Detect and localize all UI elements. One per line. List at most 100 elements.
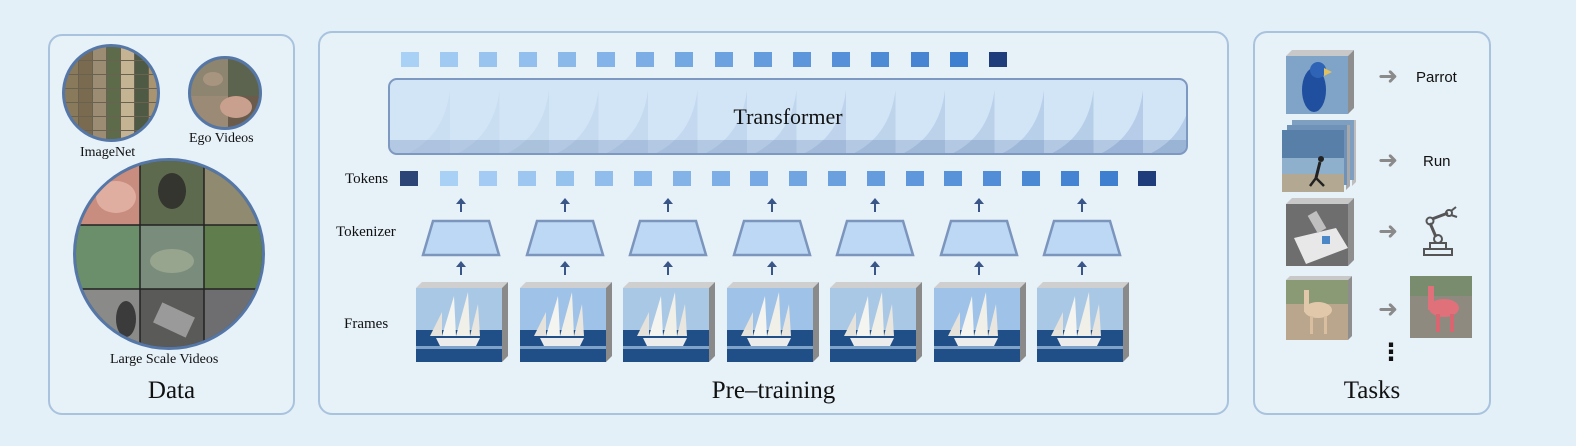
output-token <box>753 52 772 67</box>
imagenet-thumbnail <box>121 131 134 139</box>
input-token-last <box>1138 171 1157 186</box>
output-token <box>949 52 968 67</box>
imagenet-thumbnail <box>93 89 106 102</box>
more-tasks-ellipsis: ⋮ <box>1379 338 1403 366</box>
tokenizer-block <box>524 219 605 262</box>
input-token <box>1060 171 1079 186</box>
input-token <box>750 171 769 186</box>
attention-curve <box>408 90 450 153</box>
ego-videos-label: Ego Videos <box>189 131 254 146</box>
imagenet-thumbnail <box>107 103 120 116</box>
pretraining-panel-title: Pre–training <box>711 377 836 404</box>
attention-curve <box>656 90 698 153</box>
output-token <box>675 52 694 67</box>
output-token <box>714 52 733 67</box>
imagenet-thumbnail <box>79 103 92 116</box>
causal-attention-pattern <box>390 90 1186 153</box>
output-token <box>479 52 498 67</box>
class-token <box>400 171 418 186</box>
imagenet-thumbnail <box>93 75 106 88</box>
input-token <box>517 171 536 186</box>
imagenet-thumbnail <box>93 61 106 74</box>
imagenet-label: ImageNet <box>80 145 136 160</box>
up-arrow-icon <box>455 261 467 280</box>
up-arrow-icon <box>662 261 674 280</box>
output-token <box>793 52 811 67</box>
arrow-right-icon: ➜ <box>1378 217 1399 245</box>
tokenizer-block <box>938 219 1019 262</box>
up-arrow-icon <box>1076 261 1088 280</box>
attention-curve <box>903 90 945 153</box>
task-label-parrot: Parrot <box>1416 69 1457 86</box>
input-token <box>672 171 691 186</box>
sailboat-frame-image <box>623 282 715 367</box>
tokenizer-block <box>731 219 812 262</box>
output-token <box>871 52 890 67</box>
attention-curve <box>1101 90 1143 153</box>
parrot-image <box>1286 50 1354 119</box>
attention-curve <box>1151 115 1186 153</box>
sailboat-frame-image <box>830 282 922 367</box>
imagenet-thumbnail <box>121 61 134 74</box>
up-arrow-icon <box>973 261 985 280</box>
imagenet-thumbnail <box>65 75 78 88</box>
transformer-block: Transformer <box>388 78 1188 155</box>
ego-videos-image <box>188 56 262 130</box>
imagenet-thumbnail <box>107 61 120 74</box>
imagenet-thumbnail <box>135 89 148 102</box>
up-arrow-icon <box>766 198 778 217</box>
output-token <box>597 52 615 67</box>
up-arrow-icon <box>1076 198 1088 217</box>
attention-curve <box>755 90 797 153</box>
arrow-right-icon: ➜ <box>1378 62 1399 90</box>
imagenet-thumbnail <box>107 89 120 102</box>
camel-image <box>1286 276 1352 345</box>
imagenet-thumbnail <box>121 117 134 130</box>
input-token <box>789 171 808 186</box>
input-token <box>905 171 924 186</box>
imagenet-thumbnail <box>107 117 120 130</box>
attention-curve <box>953 90 995 153</box>
tokenizer-block <box>1042 219 1122 262</box>
output-token <box>832 52 851 67</box>
imagenet-thumbnail <box>93 47 106 60</box>
imagenet-thumbnail <box>135 61 148 74</box>
data-panel-title: Data <box>147 377 196 404</box>
up-arrow-icon <box>869 261 881 280</box>
attention-curve <box>1052 90 1094 153</box>
up-arrow-icon <box>766 261 778 280</box>
input-token <box>634 171 652 186</box>
input-token <box>1099 171 1118 186</box>
imagenet-thumbnail <box>65 103 78 116</box>
imagenet-thumbnail <box>79 61 92 74</box>
output-token <box>636 52 655 67</box>
imagenet-thumbnail <box>121 47 134 60</box>
attention-shading <box>390 140 1186 153</box>
tasks-panel-title: Tasks <box>1343 377 1401 404</box>
imagenet-thumbnail <box>79 75 92 88</box>
imagenet-thumbnail <box>79 89 92 102</box>
robot-arm-icon <box>1418 205 1460 262</box>
attention-curve <box>705 90 747 153</box>
sailboat-frame-image <box>726 282 819 367</box>
tokenizer-label: Tokenizer <box>336 224 396 240</box>
input-token <box>711 171 730 186</box>
input-token <box>478 171 497 186</box>
tokenizer-block <box>628 219 708 262</box>
output-token <box>557 52 576 67</box>
transformer-label: Transformer <box>733 104 843 129</box>
attention-curve <box>804 90 846 153</box>
input-token <box>866 171 885 186</box>
sailboat-frame-image <box>416 282 508 367</box>
attention-curve <box>557 90 599 153</box>
imagenet-thumbnail <box>121 75 134 88</box>
imagenet-thumbnail <box>107 47 120 60</box>
imagenet-thumbnail <box>135 75 148 88</box>
robot-scene-image <box>1286 198 1354 271</box>
attention-curve <box>458 90 500 153</box>
imagenet-thumbnail <box>121 103 134 116</box>
frames-label: Frames <box>344 316 389 332</box>
output-token <box>518 52 537 67</box>
task-label-run: Run <box>1423 153 1451 170</box>
attention-curve <box>854 90 896 153</box>
